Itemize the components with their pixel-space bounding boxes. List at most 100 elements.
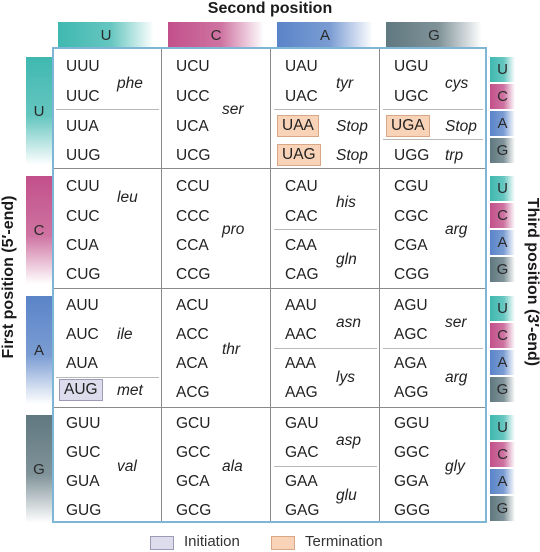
- termination-legend-swatch: [271, 536, 295, 550]
- cell-separator: [274, 109, 377, 110]
- codon-cua: CUA: [66, 237, 99, 254]
- amino-acid-gly: gly: [445, 458, 465, 475]
- first-position-tab-g: G: [26, 415, 52, 523]
- stop-label: Stop: [445, 118, 477, 135]
- amino-acid-met: met: [117, 382, 143, 399]
- codon-uga: UGA: [386, 115, 430, 137]
- codon-gag: GAG: [285, 502, 320, 519]
- amino-acid-leu: leu: [117, 189, 138, 206]
- third-position-tab-u: U: [490, 176, 515, 201]
- codon-agc: AGC: [394, 326, 428, 343]
- cell-separator: [274, 466, 377, 467]
- second-position-tab-g: G: [386, 22, 482, 48]
- codon-ccg: CCG: [176, 266, 211, 283]
- third-position-tab-u: U: [490, 296, 515, 321]
- third-position-tab-c: C: [490, 323, 515, 348]
- amino-acid-tyr: tyr: [336, 75, 354, 92]
- amino-acid-phe: phe: [117, 75, 143, 92]
- codon-aau: AAU: [285, 297, 317, 314]
- third-position-tab-a: A: [490, 350, 515, 375]
- codon-aga: AGA: [394, 355, 427, 372]
- codon-gcc: GCC: [176, 444, 211, 461]
- codon-cgc: CGC: [394, 208, 429, 225]
- third-position-tab-g: G: [490, 496, 515, 521]
- amino-acid-asp: asp: [336, 432, 361, 449]
- codon-uuu: UUU: [66, 58, 100, 75]
- codon-acg: ACG: [176, 384, 210, 401]
- codon-guu: GUU: [66, 415, 101, 432]
- codon-cau: CAU: [285, 178, 318, 195]
- first-position-tab-c: C: [26, 176, 52, 284]
- third-position-tab-u: U: [490, 415, 515, 440]
- codon-aua: AUA: [66, 355, 98, 372]
- third-position-tab-a: A: [490, 230, 515, 255]
- codon-ucc: UCC: [176, 88, 210, 105]
- cell-separator: [274, 229, 377, 230]
- codon-ugc: UGC: [394, 88, 429, 105]
- codon-agu: AGU: [394, 297, 428, 314]
- amino-acid-arg: arg: [445, 369, 468, 386]
- codon-ugu: UGU: [394, 58, 429, 75]
- initiation-legend-label: Initiation: [184, 533, 240, 550]
- codon-uau: UAU: [285, 58, 318, 75]
- codon-aag: AAG: [285, 384, 318, 401]
- amino-acid-gln: gln: [336, 251, 357, 268]
- amino-acid-arg: arg: [445, 221, 468, 238]
- codon-grid: [52, 47, 487, 523]
- codon-guc: GUC: [66, 444, 101, 461]
- codon-uua: UUA: [66, 118, 99, 135]
- grid-column-divider: [379, 49, 380, 521]
- third-position-tab-a: A: [490, 469, 515, 494]
- second-position-tab-c: C: [168, 22, 264, 48]
- codon-agg: AGG: [394, 384, 429, 401]
- codon-uaa: UAA: [277, 115, 319, 137]
- codon-cug: CUG: [66, 266, 101, 283]
- amino-acid-ala: ala: [222, 458, 243, 475]
- cell-separator: [274, 348, 377, 349]
- amino-acid-ser: ser: [222, 101, 244, 118]
- first-position-tab-u: U: [26, 57, 52, 165]
- third-position-tab-u: U: [490, 57, 515, 82]
- codon-uag: UAG: [277, 144, 321, 166]
- amino-acid-ile: ile: [117, 326, 133, 343]
- codon-ggg: GGG: [394, 502, 431, 519]
- amino-acid-trp: trp: [445, 147, 464, 164]
- codon-uac: UAC: [285, 88, 318, 105]
- cell-separator: [56, 109, 159, 110]
- third-position-tab-a: A: [490, 111, 515, 136]
- codon-gga: GGA: [394, 473, 429, 490]
- codon-gua: GUA: [66, 473, 100, 490]
- codon-gaa: GAA: [285, 473, 318, 490]
- codon-cuc: CUC: [66, 208, 100, 225]
- third-position-tab-c: C: [490, 203, 515, 228]
- grid-column-divider: [270, 49, 271, 521]
- first-position-title: First position (5′-end): [0, 195, 17, 359]
- codon-ucg: UCG: [176, 147, 211, 164]
- codon-gcg: GCG: [176, 502, 212, 519]
- codon-gug: GUG: [66, 502, 102, 519]
- codon-ccc: CCC: [176, 208, 210, 225]
- codon-cag: CAG: [285, 266, 319, 283]
- third-position-tab-g: G: [490, 377, 515, 402]
- grid-row-divider: [54, 407, 485, 408]
- stop-label: Stop: [336, 147, 368, 164]
- codon-cgu: CGU: [394, 178, 429, 195]
- codon-gac: GAC: [285, 444, 319, 461]
- cell-separator: [383, 109, 483, 110]
- codon-cuu: CUU: [66, 178, 100, 195]
- codon-auc: AUC: [66, 326, 99, 343]
- cell-separator: [56, 377, 159, 378]
- codon-gca: GCA: [176, 473, 210, 490]
- amino-acid-asn: asn: [336, 314, 361, 331]
- second-position-tab-u: U: [58, 22, 154, 48]
- amino-acid-pro: pro: [222, 221, 245, 238]
- codon-acu: ACU: [176, 297, 209, 314]
- second-position-tab-a: A: [277, 22, 373, 48]
- codon-ggu: GGU: [394, 415, 430, 432]
- codon-caa: CAA: [285, 237, 317, 254]
- codon-cgg: CGG: [394, 266, 430, 283]
- codon-aaa: AAA: [285, 355, 317, 372]
- codon-aug: AUG: [59, 379, 103, 401]
- second-position-title: Second position: [207, 0, 333, 17]
- codon-cac: CAC: [285, 208, 318, 225]
